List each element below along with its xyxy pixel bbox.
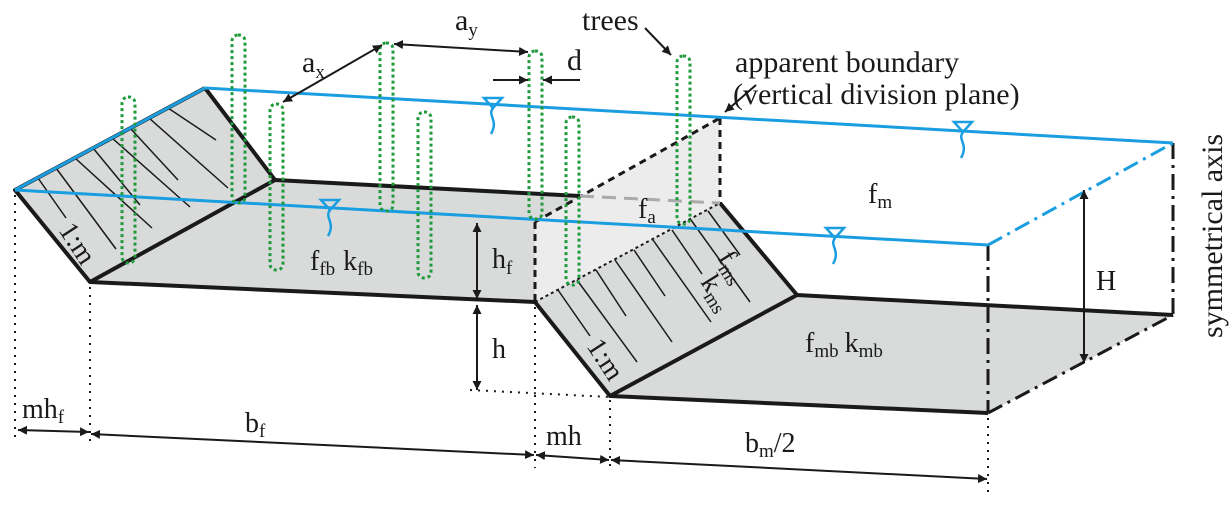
tree <box>230 33 247 205</box>
main-bed-back-edge <box>796 293 1174 317</box>
label-mhf: mhf <box>22 394 65 428</box>
water-level-icon <box>318 198 342 237</box>
tree <box>416 110 433 280</box>
tree <box>527 49 544 221</box>
trees-pointer <box>644 27 672 56</box>
apparent-boundary-pointer <box>724 84 757 113</box>
water-surface-axis <box>987 141 1174 247</box>
water-surface-left <box>14 86 206 192</box>
label-apparent-boundary-2: (vertical division plane) <box>733 78 1020 111</box>
apparent-boundary-lines <box>533 116 722 303</box>
main-channel-slope <box>535 203 797 396</box>
label-hf: hf <box>492 244 513 279</box>
label-bf: bf <box>245 408 266 442</box>
ax-arrow <box>282 44 383 103</box>
label-ay: ay <box>455 4 478 41</box>
tree <box>378 41 395 213</box>
water-level-symbols <box>318 96 975 265</box>
main-channel-bed <box>610 295 1173 413</box>
ground-surfaces <box>15 88 1173 413</box>
tree <box>120 95 137 265</box>
label-h: h <box>492 334 506 365</box>
bm2-arrow <box>610 455 988 484</box>
tree <box>564 115 581 287</box>
water-level-icon <box>823 226 847 265</box>
mh-arrow <box>535 451 610 464</box>
floodplain-front-edge <box>89 280 536 304</box>
label-bm2: bm/2 <box>745 428 796 462</box>
apparent-top-gray-dash <box>579 194 721 205</box>
label-trees: trees <box>582 4 639 37</box>
main-slope-hatching <box>557 210 751 363</box>
apparent-vertical-plane <box>535 118 720 302</box>
tree <box>268 102 285 272</box>
label-symmetrical-axis: symmetrical axis <box>1196 134 1229 338</box>
label-H: H <box>1096 266 1116 297</box>
label-mh: mh <box>546 421 582 452</box>
label-fm: fm <box>868 179 892 213</box>
trees <box>120 33 692 287</box>
floodplain-bed <box>90 180 580 302</box>
dimension-arrows <box>17 27 1089 484</box>
extension-lines <box>14 195 989 492</box>
label-apparent-boundary-1: apparent boundary <box>735 46 959 79</box>
symmetry-lines <box>986 143 1175 415</box>
main-bed-front-edge <box>609 394 989 415</box>
bf-arrow <box>90 429 535 460</box>
main-slope-outline <box>533 201 799 398</box>
mhf-arrow <box>17 425 90 437</box>
water-level-icon <box>951 120 975 159</box>
ay-arrow <box>393 40 529 56</box>
tree <box>675 54 692 226</box>
water-level-icon <box>481 96 505 135</box>
label-d: d <box>567 44 582 77</box>
label-ax: ax <box>302 46 325 83</box>
water-surface-front <box>14 188 989 247</box>
label-fa: fa <box>638 194 656 228</box>
